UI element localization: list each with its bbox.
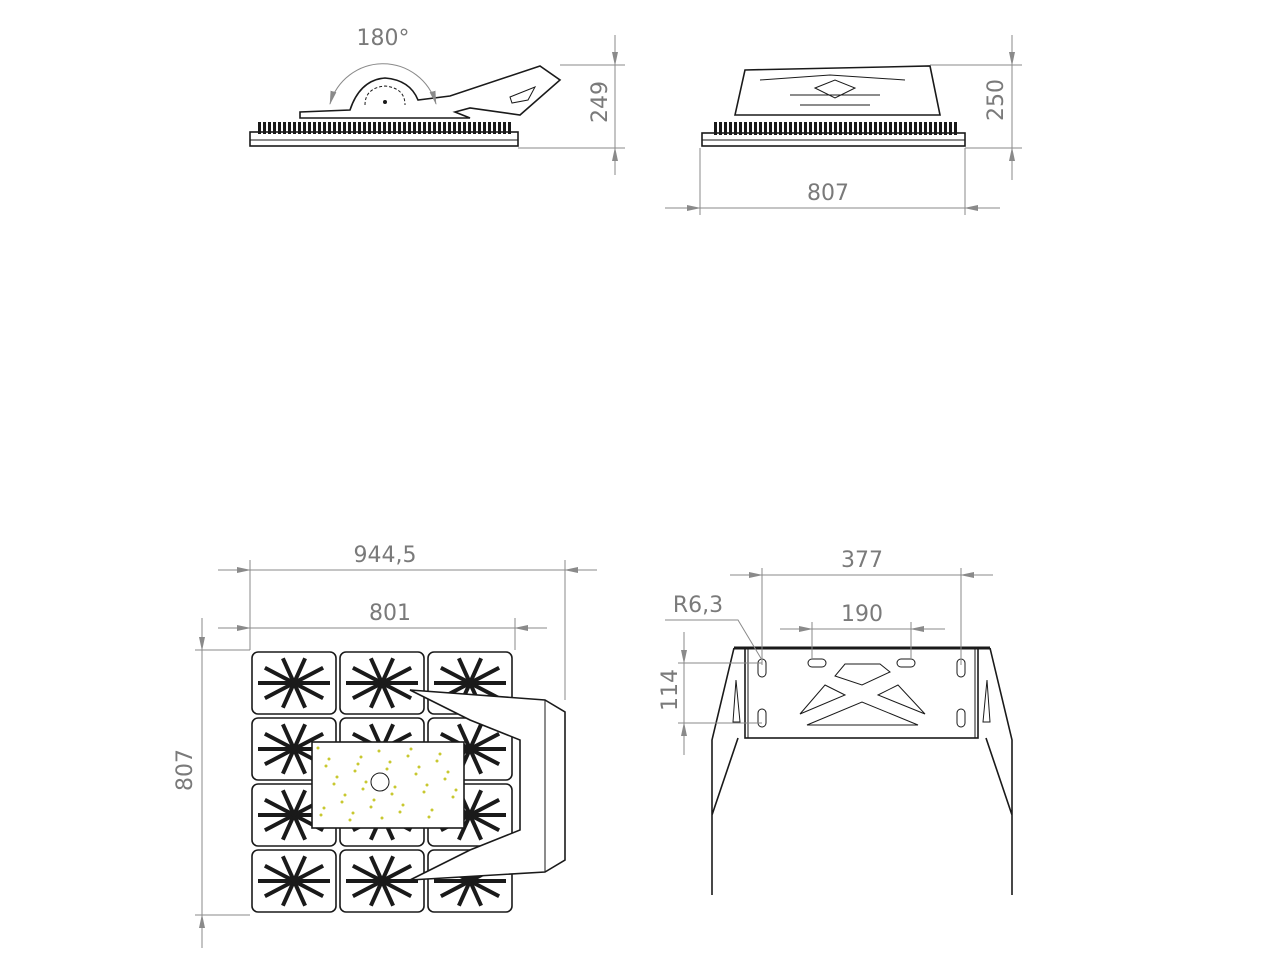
- outer-hole-spacing-dimension: 377: [730, 548, 993, 665]
- side-view: 180° 249: [249, 26, 625, 175]
- heatsink-fins: [258, 122, 511, 134]
- vertical-hole-spacing-dimension: 114: [658, 632, 762, 755]
- outer-spacing-label: 377: [841, 548, 883, 573]
- width-label: 807: [807, 181, 849, 206]
- angle-label: 180°: [357, 26, 410, 51]
- heatsink-fins: [714, 122, 957, 135]
- inner-hole-spacing-dimension: 190: [780, 602, 945, 660]
- width-dimension-807: 807: [665, 148, 1000, 215]
- hole-radius-callout: R6,3: [665, 593, 763, 661]
- mounting-bracket-top: [370, 689, 566, 881]
- height-dimension-250: 250: [930, 35, 1022, 180]
- led-module: [339, 849, 425, 913]
- hole-radius-label: R6,3: [673, 593, 723, 618]
- height-label: 250: [984, 79, 1009, 121]
- overall-width-label: 944,5: [354, 543, 417, 568]
- luminaire-body-side: [249, 65, 562, 147]
- height-label: 249: [588, 81, 613, 123]
- front-view: 250 807: [665, 35, 1022, 215]
- body-width-label: 801: [369, 601, 411, 626]
- depth-label: 807: [173, 749, 198, 791]
- led-module: [251, 849, 337, 913]
- depth-dimension: 807: [173, 618, 250, 948]
- led-module: [339, 651, 425, 715]
- mounting-bracket: [711, 646, 1013, 895]
- overall-width-dimension: 944,5: [218, 543, 597, 700]
- height-dimension-249: 249: [518, 35, 625, 175]
- luminaire-body-front: [701, 65, 966, 147]
- body-width-dimension: 801: [218, 601, 547, 650]
- bracket-view: 377 190 114 R6,3: [658, 548, 1013, 895]
- vertical-spacing-label: 114: [658, 669, 683, 711]
- led-module: [251, 651, 337, 715]
- inner-spacing-label: 190: [841, 602, 883, 627]
- top-view: 944,5 801 807: [173, 543, 597, 948]
- angle-dimension: 180°: [329, 26, 437, 105]
